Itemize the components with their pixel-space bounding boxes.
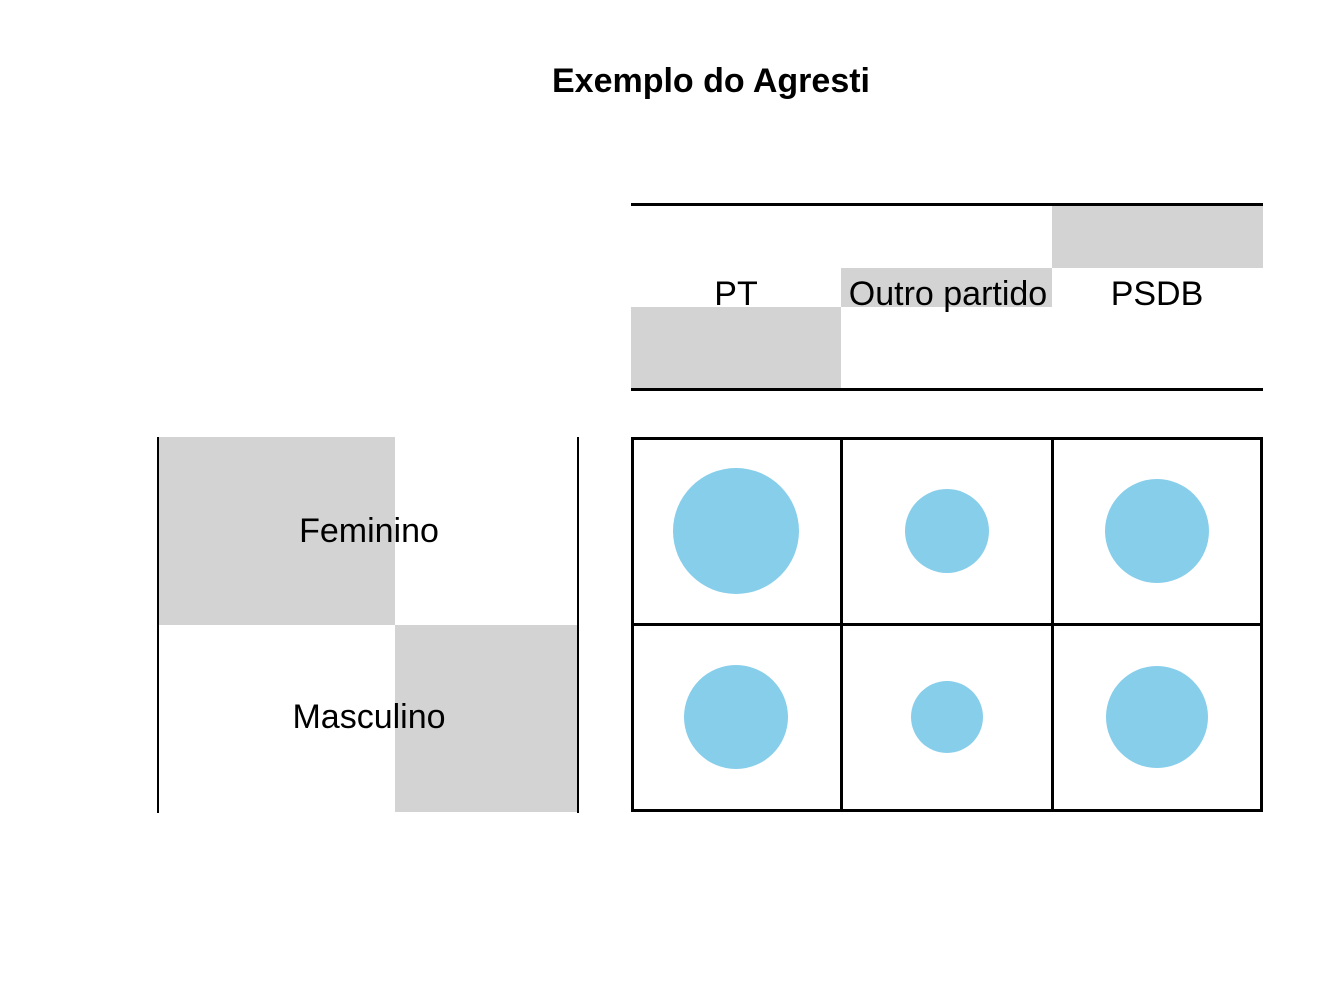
- column-label-pt: PT: [714, 275, 758, 313]
- balloon-masculino-pt: [684, 665, 788, 769]
- column-header-bottom-rule: [631, 388, 1263, 391]
- balloon-feminino-pt: [673, 468, 799, 594]
- balloon-feminino-outro-partido: [905, 489, 989, 573]
- column-label-psdb: PSDB: [1110, 275, 1204, 313]
- balloon-masculino-outro-partido: [911, 681, 983, 753]
- column-label-bg-psdb: [1052, 206, 1263, 268]
- row-label-bg-feminino: [159, 437, 395, 625]
- row-label-bg-masculino: [395, 625, 577, 812]
- row-label-left-rule: [157, 437, 159, 813]
- column-label-bg-outro-partido: [841, 268, 1052, 307]
- column-header-top-rule: [631, 203, 1263, 206]
- grid-divider-horizontal-1: [631, 623, 1263, 626]
- row-label-masculino: Masculino: [292, 698, 446, 736]
- column-label-outro-partido: Outro partido: [848, 275, 1048, 313]
- row-label-right-rule: [577, 437, 579, 813]
- column-label-bg-pt: [631, 307, 841, 388]
- balloon-masculino-psdb: [1106, 666, 1208, 768]
- balloon-feminino-psdb: [1105, 479, 1209, 583]
- chart-title: Exemplo do Agresti: [551, 62, 871, 100]
- row-label-feminino: Feminino: [299, 512, 439, 550]
